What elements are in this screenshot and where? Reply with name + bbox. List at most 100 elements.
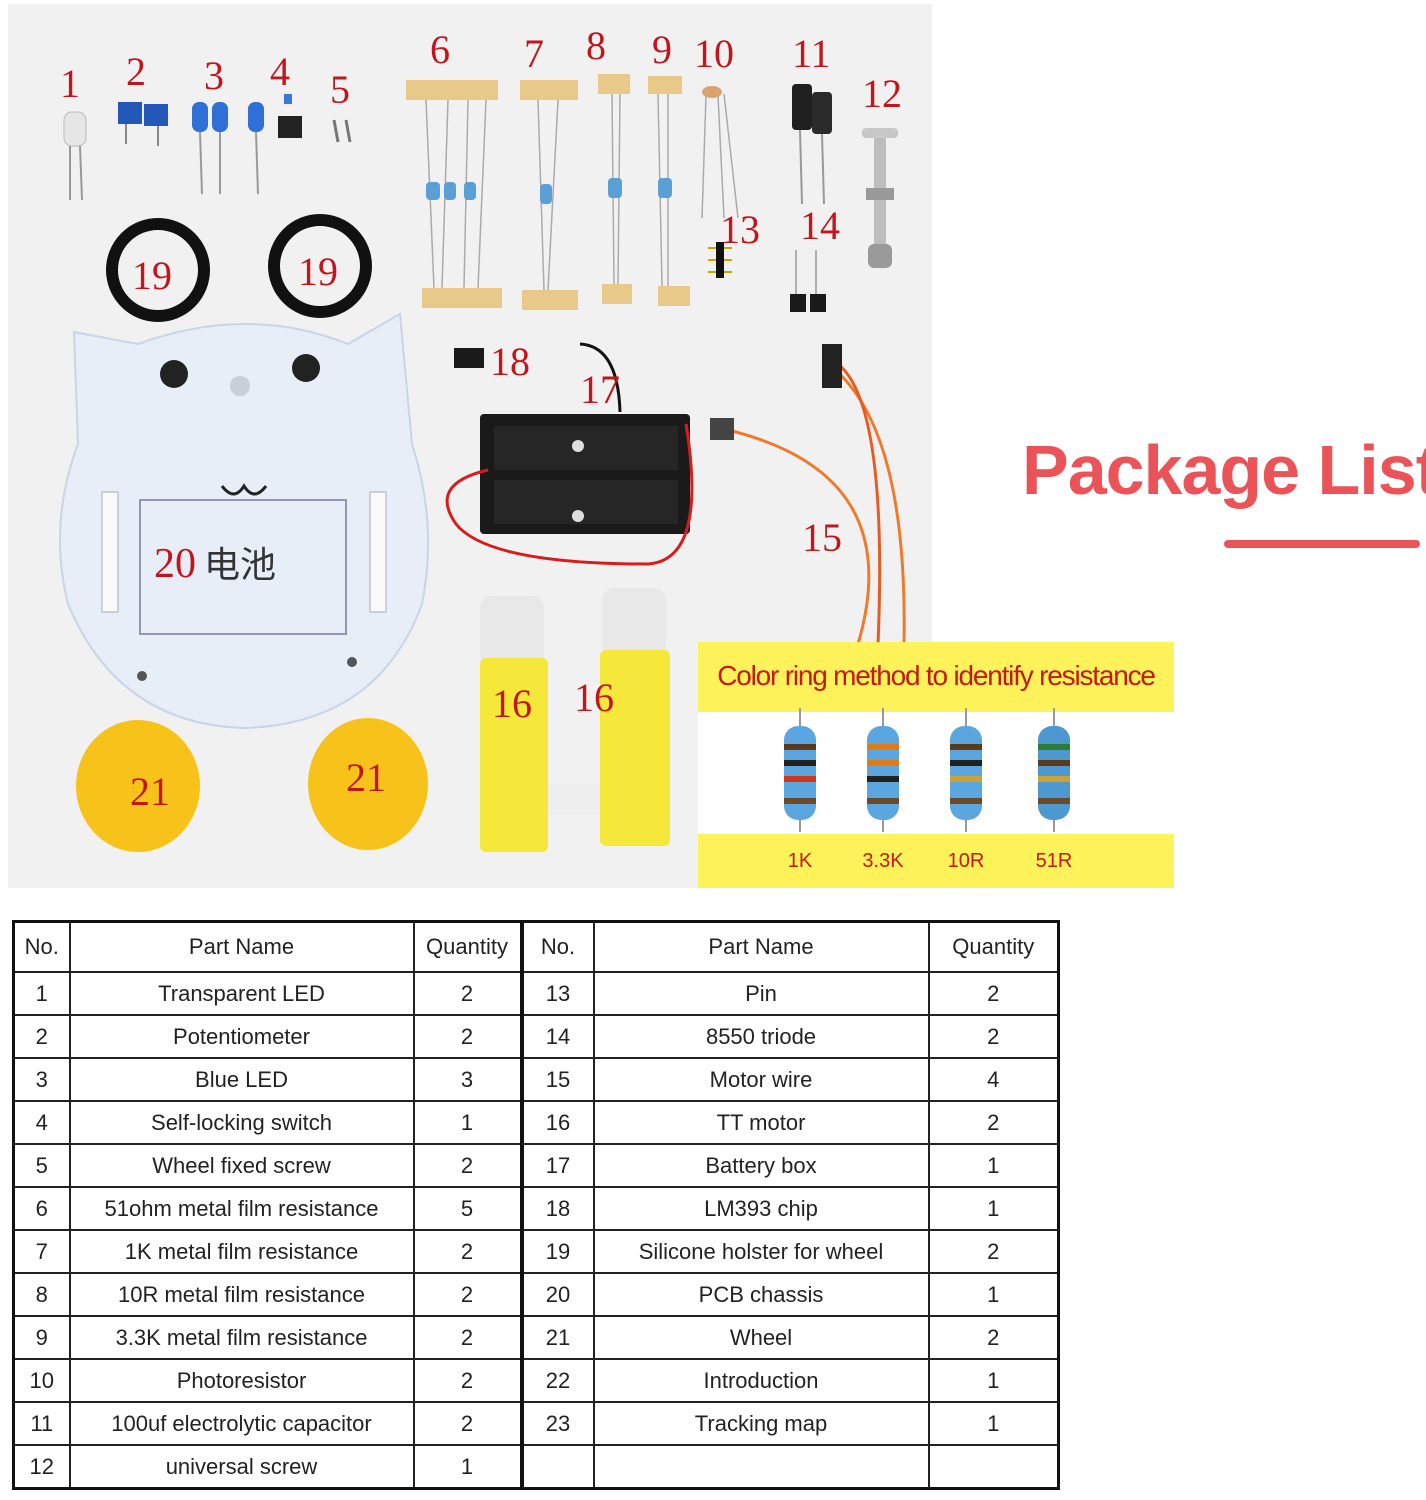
label-1: 1 [60, 61, 80, 106]
left-part-name-cell: 10R metal film resistance [68, 1272, 415, 1317]
label-3: 3 [204, 53, 224, 98]
parts-table: No. Part Name Quantity No. Part Name Qua… [12, 920, 1060, 1490]
label-10: 10 [694, 31, 734, 76]
wheel-screw-image [332, 119, 352, 143]
right-no-cell: 17 [519, 1143, 595, 1188]
label-2: 2 [126, 49, 146, 94]
left-no-cell: 3 [12, 1057, 71, 1102]
right-part-name-cell: Tracking map [592, 1401, 930, 1446]
right-quantity-cell: 1 [927, 1143, 1060, 1188]
left-no-cell: 5 [12, 1143, 71, 1188]
left-quantity-cell: 2 [412, 1014, 523, 1059]
right-no-cell [519, 1444, 595, 1490]
right-quantity-cell: 2 [927, 971, 1060, 1016]
header-part-name-left: Part Name [68, 920, 415, 973]
left-no-cell: 12 [12, 1444, 71, 1490]
right-no-cell: 23 [519, 1401, 595, 1446]
left-quantity-cell: 1 [412, 1100, 523, 1145]
wheel-image [76, 718, 428, 852]
resistor-value-51r: 51R [1035, 850, 1073, 872]
label-8: 8 [586, 23, 606, 68]
left-part-name-cell: 100uf electrolytic capacitor [68, 1401, 415, 1446]
resistor-value-1k: 1K [787, 850, 813, 872]
pcb-chassis-image [59, 312, 430, 730]
label-17: 17 [580, 367, 620, 412]
label-19b: 19 [298, 249, 338, 294]
label-13: 13 [720, 207, 760, 252]
left-quantity-cell: 2 [412, 1401, 523, 1446]
right-no-cell: 20 [519, 1272, 595, 1317]
silicone-holster-image [106, 214, 372, 322]
right-quantity-cell: 2 [927, 1014, 1060, 1059]
left-no-cell: 1 [12, 971, 71, 1016]
right-quantity-cell: 2 [927, 1100, 1060, 1145]
label-11: 11 [792, 31, 831, 76]
right-quantity-cell: 2 [927, 1315, 1060, 1360]
right-part-name-cell [592, 1444, 930, 1490]
label-20-chinese: 电池 [204, 545, 277, 585]
left-part-name-cell: universal screw [68, 1444, 415, 1490]
label-5: 5 [330, 67, 350, 112]
left-no-cell: 4 [12, 1100, 71, 1145]
label-19a: 19 [132, 253, 172, 298]
right-no-cell: 22 [519, 1358, 595, 1403]
resistor-images [784, 708, 1070, 832]
label-15: 15 [802, 515, 842, 560]
right-quantity-cell: 1 [927, 1358, 1060, 1403]
right-no-cell: 15 [519, 1057, 595, 1102]
right-part-name-cell: Introduction [592, 1358, 930, 1403]
header-no-left: No. [12, 920, 71, 973]
left-quantity-cell: 1 [412, 1444, 523, 1490]
label-16b: 16 [574, 675, 614, 720]
right-no-cell: 19 [519, 1229, 595, 1274]
left-quantity-cell: 2 [412, 1315, 523, 1360]
resistor-3.3k-image [867, 708, 899, 832]
right-no-cell: 14 [519, 1014, 595, 1059]
self-locking-switch-image [278, 94, 302, 138]
lm393-chip-image [454, 348, 484, 368]
label-4: 4 [270, 49, 290, 94]
label-12: 12 [862, 71, 902, 116]
left-quantity-cell: 2 [412, 1229, 523, 1274]
resistor-photo-band [698, 712, 1174, 834]
right-quantity-cell: 4 [927, 1057, 1060, 1102]
right-part-name-cell: Silicone holster for wheel [592, 1229, 930, 1274]
label-6: 6 [430, 27, 450, 72]
blue-led-image [192, 102, 264, 195]
left-part-name-cell: 51ohm metal film resistance [68, 1186, 415, 1231]
left-no-cell: 9 [12, 1315, 71, 1360]
universal-screw-image [862, 128, 898, 268]
left-no-cell: 2 [12, 1014, 71, 1059]
resistor-strips-image [406, 74, 690, 310]
left-quantity-cell: 2 [412, 1358, 523, 1403]
left-part-name-cell: 3.3K metal film resistance [68, 1315, 415, 1360]
resistor-1k-image [784, 708, 816, 832]
right-quantity-cell: 1 [927, 1186, 1060, 1231]
left-quantity-cell: 5 [412, 1186, 523, 1231]
header-quantity-right: Quantity [927, 920, 1060, 973]
right-part-name-cell: LM393 chip [592, 1186, 930, 1231]
label-20-number: 20 [154, 541, 196, 587]
product-photo: 1 2 3 4 5 6 7 8 9 10 11 12 13 14 15 16 1… [8, 4, 932, 888]
left-no-cell: 7 [12, 1229, 71, 1274]
right-part-name-cell: 8550 triode [592, 1014, 930, 1059]
right-no-cell: 21 [519, 1315, 595, 1360]
left-part-name-cell: Blue LED [68, 1057, 415, 1102]
resistor-value-3.3k: 3.3K [862, 850, 904, 872]
left-no-cell: 8 [12, 1272, 71, 1317]
right-quantity-cell: 2 [927, 1229, 1060, 1274]
triode-image [790, 250, 826, 312]
label-18: 18 [490, 339, 530, 384]
header-quantity-left: Quantity [412, 920, 523, 973]
right-part-name-cell: Pin [592, 971, 930, 1016]
resistor-51r-image [1038, 708, 1070, 832]
